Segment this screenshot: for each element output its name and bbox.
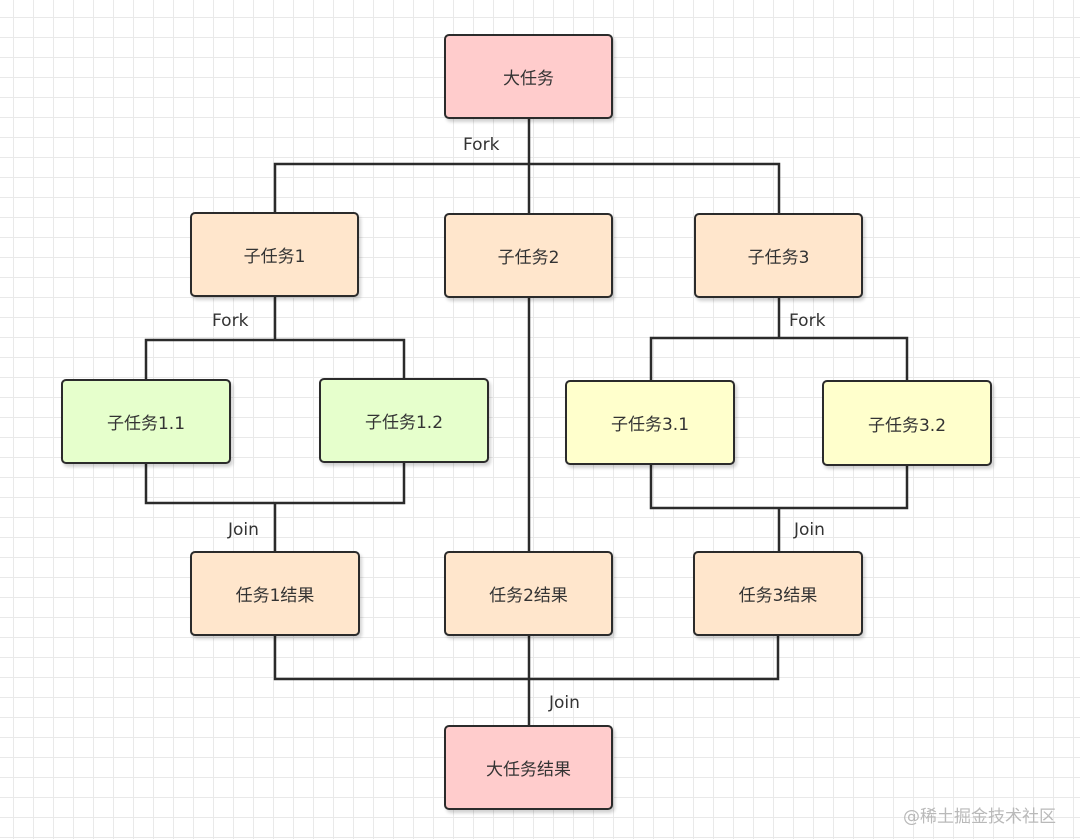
connector-line bbox=[273, 636, 780, 681]
join-label: Join bbox=[228, 520, 259, 540]
node-subtask-3: 子任务3 bbox=[694, 213, 863, 298]
node-result-3: 任务3结果 bbox=[693, 551, 863, 636]
watermark-text: @稀土掘金技术社区 bbox=[903, 807, 1056, 827]
node-result-2: 任务2结果 bbox=[444, 551, 613, 636]
fork-label: Fork bbox=[463, 135, 500, 155]
node-label: 子任务3 bbox=[747, 248, 810, 268]
node-big-task: 大任务 bbox=[444, 34, 613, 119]
join-label: Join bbox=[549, 693, 580, 713]
node-label: 子任务1.1 bbox=[106, 414, 186, 434]
node-subtask-3-2: 子任务3.2 bbox=[822, 380, 992, 466]
node-label: 大任务结果 bbox=[486, 760, 571, 780]
node-label: 任务2结果 bbox=[489, 586, 568, 606]
connector-line bbox=[144, 462, 406, 505]
fork-label: Fork bbox=[789, 311, 826, 331]
node-label: 子任务1.2 bbox=[364, 413, 444, 433]
node-label: 大任务 bbox=[503, 69, 554, 89]
node-label: 子任务1 bbox=[243, 247, 306, 267]
join-label: Join bbox=[794, 520, 825, 540]
connector-line bbox=[649, 336, 909, 381]
node-subtask-1: 子任务1 bbox=[190, 212, 359, 297]
connector-line bbox=[273, 162, 781, 213]
node-big-result: 大任务结果 bbox=[444, 725, 613, 810]
node-label: 任务1结果 bbox=[235, 586, 315, 606]
node-subtask-1-1: 子任务1.1 bbox=[61, 379, 231, 464]
node-subtask-3-1: 子任务3.1 bbox=[565, 380, 735, 465]
fork-label: Fork bbox=[212, 311, 249, 331]
connector-line bbox=[649, 464, 909, 510]
node-label: 子任务2 bbox=[497, 248, 560, 268]
node-result-1: 任务1结果 bbox=[190, 551, 360, 636]
node-subtask-1-2: 子任务1.2 bbox=[319, 378, 489, 463]
node-label: 子任务3.2 bbox=[867, 415, 947, 436]
connector-line bbox=[144, 338, 406, 380]
node-label: 子任务3.1 bbox=[610, 415, 690, 435]
node-subtask-2: 子任务2 bbox=[444, 213, 613, 298]
node-label: 任务3结果 bbox=[738, 586, 818, 606]
